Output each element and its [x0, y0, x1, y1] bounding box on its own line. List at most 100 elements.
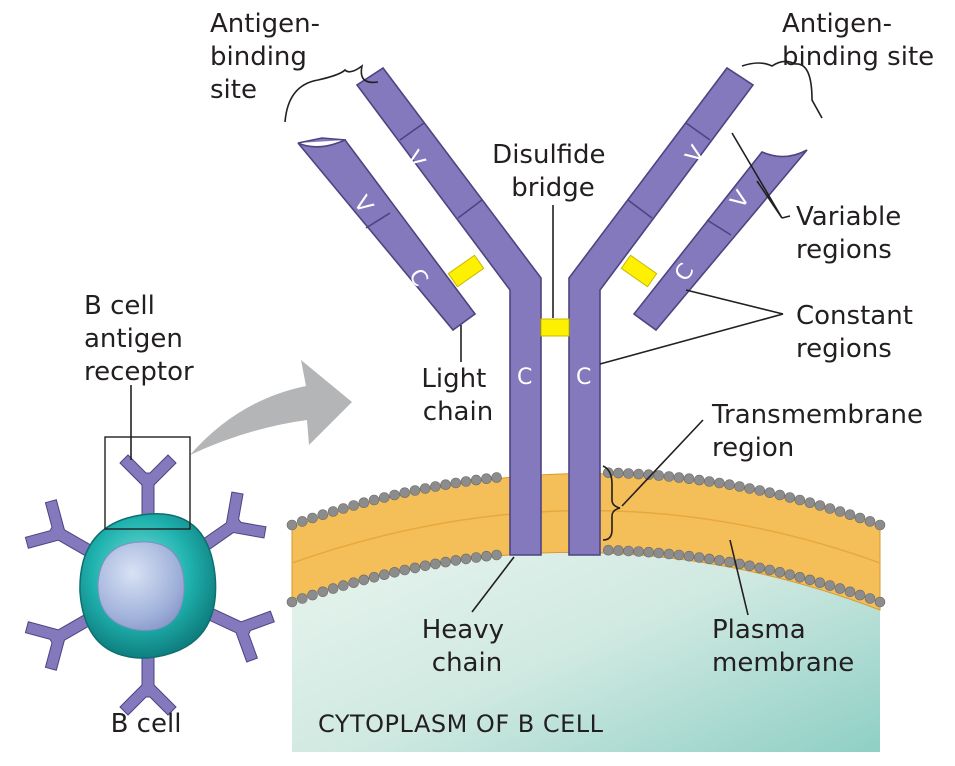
phospholipid-head — [613, 545, 624, 556]
phospholipid-head — [673, 549, 685, 561]
antigen-site-brace-right — [741, 60, 823, 119]
phospholipid-head — [794, 571, 806, 583]
phospholipid-head — [296, 516, 308, 527]
variable-leader-2 — [781, 215, 791, 219]
phospholipid-head — [450, 477, 462, 489]
b-cell-receptor — [199, 604, 275, 663]
heavy-chain-leader — [471, 556, 515, 613]
phospholipid-head — [307, 589, 318, 601]
phospholipid-head — [491, 549, 502, 561]
phospholipid-head — [623, 545, 634, 557]
phospholipid-head — [348, 500, 359, 511]
phospholipid-head — [693, 474, 705, 486]
phospholipid-head — [794, 494, 806, 506]
heavy-chain-right — [568, 66, 755, 556]
phospholipid-head — [754, 485, 766, 496]
plasma-membrane-label: Plasma membrane — [712, 615, 854, 678]
disulfide-bridge-left — [447, 254, 485, 288]
zoom-arrow — [190, 360, 352, 455]
phospholipid-head — [633, 546, 644, 557]
phospholipid-head — [714, 477, 725, 489]
phospholipid-head — [633, 468, 644, 480]
phospholipid-head — [844, 586, 856, 598]
b-cell-antigen-receptor-label: B cell antigen receptor — [84, 291, 194, 387]
cytoplasm-label: CYTOPLASM OF B CELL — [318, 710, 604, 738]
b-cell-illustration — [24, 436, 275, 716]
phospholipid-head — [602, 544, 614, 556]
heavy-chain-left — [355, 66, 542, 556]
b-cell-receptors — [24, 454, 275, 716]
transmembrane-leader — [621, 419, 704, 507]
phospholipid-head — [491, 472, 502, 483]
phospholipid-head — [440, 479, 451, 491]
phospholipid-head — [481, 550, 492, 562]
phospholipid-head — [440, 556, 451, 568]
transmembrane-brace — [602, 465, 621, 541]
phospholipid-head — [296, 593, 308, 604]
b-cell-receptor — [193, 491, 267, 557]
receptor-zoom-box — [104, 436, 191, 530]
disulfide-bridge-label: Disulfide bridge — [492, 140, 614, 203]
constant-leader-top — [685, 289, 784, 315]
phospholipid-head — [844, 509, 856, 521]
b-cell-receptor — [24, 609, 100, 671]
phospholipid-head — [399, 487, 411, 499]
phospholipid-head — [814, 577, 826, 589]
b-cell-receptor — [119, 644, 177, 716]
phospholipid-head — [834, 583, 846, 594]
phospholipid-head — [337, 580, 349, 591]
phospholipid-head — [378, 569, 390, 581]
phospholipid-head — [419, 560, 431, 572]
phospholipid-head — [653, 470, 665, 481]
phospholipid-head — [824, 580, 836, 591]
variable-regions-label: Variable regions — [796, 202, 910, 265]
phospholipid-head — [409, 485, 421, 496]
phospholipid-head — [854, 589, 866, 601]
phospholipid-head — [430, 481, 441, 492]
phospholipid-head — [450, 555, 462, 566]
phospholipid-head — [874, 519, 886, 531]
phospholipid-head — [834, 506, 846, 517]
phospholipid-head — [693, 552, 705, 563]
phospholipid-head — [724, 479, 735, 491]
antigen-binding-site-label-left: Antigen- binding site — [210, 9, 328, 105]
phospholipid-head — [460, 476, 472, 487]
phospholipid-head — [784, 492, 796, 503]
phospholipid-head — [643, 546, 655, 558]
antigen-binding-site-label-right: Antigen- binding site — [782, 9, 934, 72]
phospholipid-head — [864, 593, 876, 604]
b-cell-receptor — [119, 454, 177, 526]
constant-regions-label: Constant regions — [796, 301, 921, 364]
phospholipid-head — [327, 583, 339, 594]
phospholipid-head — [744, 560, 755, 572]
antigen-site-brace-left — [284, 64, 379, 123]
phospholipid-head — [854, 512, 866, 524]
constant-leader-bottom — [599, 313, 784, 365]
phospholipid-head — [368, 494, 380, 506]
phospholipid-head — [317, 509, 329, 521]
phospholipid-head — [673, 472, 685, 483]
phospholipid-head — [683, 473, 695, 485]
phospholipid-head — [754, 562, 766, 574]
phospholipid-head — [389, 566, 400, 578]
light-chain-label: Light chain — [421, 364, 494, 427]
b-cell-receptor — [24, 499, 100, 561]
phospholipid-head — [784, 569, 796, 581]
b-cell-nucleus — [97, 541, 185, 631]
phospholipid-head — [744, 483, 755, 494]
phospholipid-head — [734, 481, 745, 492]
phospholipid-head — [703, 476, 715, 487]
phospholipid-head — [327, 506, 339, 517]
phospholipid-head — [814, 500, 826, 511]
transmembrane-region-label: Transmembrane region — [711, 400, 931, 463]
phospholipid-head — [430, 558, 441, 570]
disulfide-bridge-center — [540, 318, 570, 337]
phospholipid-head — [824, 503, 836, 514]
phospholipid-head — [481, 473, 492, 485]
phospholipid-head — [663, 548, 675, 560]
phospholipid-head — [307, 512, 318, 524]
light-chain-right — [632, 149, 808, 332]
phospholipid-head — [864, 516, 876, 527]
phospholipid-head — [764, 487, 776, 499]
